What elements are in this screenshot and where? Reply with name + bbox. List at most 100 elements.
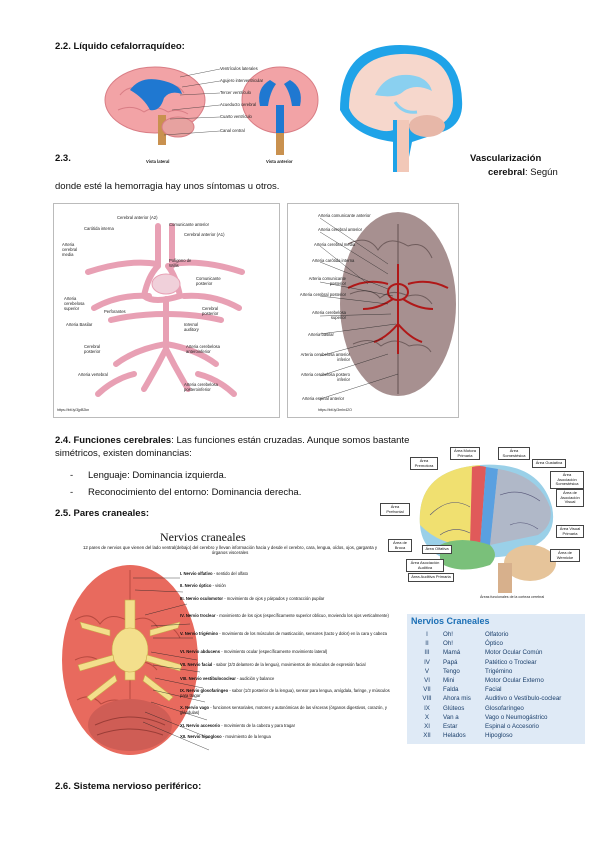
- section-heading-24: 2.4. Funciones cerebrales: [55, 435, 172, 446]
- willis-label-carotida-interna: Carótida interna: [84, 226, 114, 231]
- base-label-carotida-interna: Arteria carótida interna: [312, 258, 355, 263]
- nerve-item-11: XI. Nervio accesorio - movimiento de la …: [180, 723, 296, 728]
- brain-areas-illustration: [419, 464, 556, 593]
- mnemonic-nerve: Espinal o Accesorio: [485, 722, 539, 730]
- area-visual-primaria: Área Visual Primaria: [556, 525, 584, 539]
- mnemonic-nerve: Olfatorio: [485, 631, 509, 638]
- area-prefrontal: Área Prefrontal: [380, 503, 410, 517]
- area-premotora: Área Premotora: [410, 457, 438, 471]
- nerve-item-1: I. Nervio olfativo - sentido del olfato: [180, 571, 248, 576]
- area-somestesica: Área Somestésica: [498, 447, 530, 461]
- mnemonic-num: X: [424, 713, 430, 721]
- vascularizacion-word: Vascularización: [470, 153, 542, 164]
- mnemonic-num: VII: [423, 686, 431, 694]
- mnemonic-nerve: Motor Ocular Común: [485, 649, 543, 657]
- willis-label-comunicante-anterior: Comunicante anterior: [169, 222, 210, 227]
- willis-label-internal-auditory: Internal auditory: [184, 322, 199, 332]
- area-gustativa: Área Gustativa: [532, 459, 566, 468]
- mnemonic-nerve: Motor Ocular Externo: [485, 676, 544, 684]
- area-olfativa: Área Olfativa: [422, 545, 452, 554]
- section-heading-26: 2.6. Sistema nervioso periférico:: [55, 781, 202, 792]
- mnemonic-num: VIII: [422, 695, 432, 703]
- willis-label-perforantes: Perforantes: [104, 309, 126, 314]
- base-label-espinal-anterior: Arteria espinal anterior: [302, 396, 345, 401]
- willis-label-cerebelosa-postero: Arteria cerebelosa posteroinferior: [184, 382, 218, 392]
- nerve-item-8: VIII. Nervio vestibulococlear - audición…: [180, 676, 275, 681]
- willis-label-poligono: Polígono de Willis: [169, 258, 192, 268]
- mnemonic-word: Tengo: [443, 667, 460, 675]
- mnemonic-num: IX: [424, 704, 430, 712]
- mnemonic-word: Oh!: [443, 631, 453, 638]
- section-heading-25: 2.5. Pares craneales:: [55, 508, 150, 519]
- section-24-text: : Las funciones están cruzadas. Aunque s…: [55, 435, 410, 459]
- mnemonic-word: Mini: [443, 676, 455, 684]
- label-acueducto-cerebral: Acueducto cerebral: [220, 102, 257, 107]
- nerve-item-2: II. Nervio óptico - visión: [180, 583, 226, 588]
- sagittal-csf-figure: [335, 40, 465, 175]
- nerve-item-5: V. Nervio trigémino - movimiento de los …: [180, 631, 387, 636]
- nerve-item-6: VI. Nervio abducens - movimiento ocular …: [180, 649, 328, 654]
- mnemonic-nerve: Glosofaríngeo: [485, 704, 524, 712]
- mnemonic-nerve: Patético o Troclear: [485, 658, 537, 666]
- nerve-item-9: IX. Nervio glosofaríngeo - sabor (1/3 po…: [180, 688, 390, 698]
- mnemonic-word: Mamá: [443, 649, 461, 657]
- cranial-nerves-list: I. Nervio olfativo - sentido del olfato …: [180, 571, 390, 745]
- ventricles-illustration: [104, 66, 319, 155]
- bullet-dash: -: [70, 487, 74, 498]
- mnemonic-num: IV: [424, 658, 430, 666]
- mnemonic-num: V: [424, 667, 430, 675]
- nerve-item-4: IV. Nervio troclear - movimiento de los …: [180, 613, 389, 618]
- brain-base-credit: https://bit.ly/3mIn42O: [318, 408, 352, 412]
- base-label-cerebral-posterior: Arteria cerebral posterior: [299, 292, 346, 297]
- base-label-basilar: Arteria basilar: [308, 332, 334, 337]
- cerebral-word: cerebral: [488, 167, 525, 178]
- mnemonic-word: Helados: [443, 732, 466, 740]
- base-label-cerebelosa-antero: Arteria cerebelosa anterior inferior: [300, 352, 350, 362]
- mnemonic-row: IX Glúteos Glosofaríngeo: [411, 704, 581, 713]
- label-vista-lateral: Vista lateral: [146, 159, 170, 164]
- area-wernicke: Área de Wernicke: [550, 549, 580, 563]
- nerve-item-7: VII. Nervio facial - sabor (2/3 delanter…: [180, 662, 366, 667]
- section-24-paragraph: 2.4. Funciones cerebrales: Las funciones…: [55, 434, 415, 460]
- mnemonic-nerve: Facial: [485, 686, 502, 694]
- base-label-comunicante-anterior: Arteria comunicante anterior: [318, 213, 371, 218]
- willis-label-vertebral: Arteria vertebral: [78, 372, 108, 377]
- cranial-nerves-illustration: [62, 565, 210, 755]
- mnemonic-num: XII: [423, 732, 431, 740]
- willis-label-cerebelosa-antero: Arteria cerebelosa anteroinferior: [186, 344, 220, 354]
- mnemonic-nerve: Auditivo o Vestíbulo-coclear: [485, 695, 562, 703]
- nerve-item-10: X. Nervio vago - funciones sensoriales, …: [180, 705, 387, 715]
- brain-base-illustration: [319, 212, 456, 400]
- mnemonic-word: Estar: [443, 722, 458, 730]
- brain-base-figure: Arteria comunicante anterior Arteria cer…: [287, 203, 459, 418]
- section-heading-22: 2.2. Líquido cefalorraquídeo:: [55, 41, 185, 52]
- label-cuarto-ventriculo: Cuarto ventrículo: [220, 114, 252, 119]
- label-tercer-ventriculo: Tercer ventrículo: [220, 90, 251, 95]
- mnemonic-word: Glúteos: [443, 704, 465, 712]
- willis-illustration: [85, 223, 245, 397]
- label-ventriculos-laterales: Ventrículos laterales: [220, 66, 258, 71]
- label-vista-anterior: Vista anterior: [266, 159, 293, 164]
- area-asociacion-visual: Área de Asociación Visual: [556, 489, 584, 507]
- nerve-item-12: XII. Nervio hipogloso - movimiento de la…: [180, 734, 271, 739]
- vascularizacion-line: cerebral: Según: [488, 166, 558, 179]
- base-label-cerebelosa-postero: Arteria cerebelosa postero inferior: [300, 372, 350, 382]
- area-asociacion-somestesica: Área Asociación Somestésica: [550, 471, 584, 489]
- ventricles-figure: Ventrículos laterales Agujero interventr…: [100, 55, 330, 170]
- bullet-dash: -: [70, 470, 74, 481]
- willis-label-cerebral-anterior-a1: Cerebral anterior (A1): [184, 232, 225, 237]
- bullet-item-lenguaje: - Lenguaje: Dominancia izquierda.: [70, 469, 301, 482]
- segun-word: : Según: [524, 167, 558, 178]
- mnemonic-word: Oh!: [443, 640, 453, 648]
- mnemonic-word: Papá: [443, 658, 458, 666]
- cranial-nerves-figure: Nervios craneales 12 pares de nervios qu…: [55, 530, 390, 758]
